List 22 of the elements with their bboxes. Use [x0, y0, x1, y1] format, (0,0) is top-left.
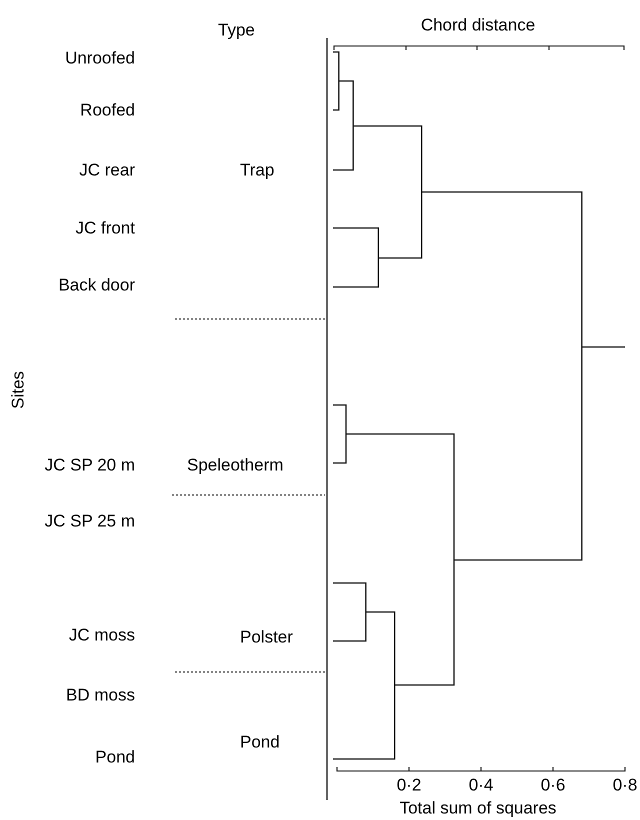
site-label: Unroofed — [65, 47, 135, 69]
axis-title: Sites — [7, 371, 28, 409]
tick-label: 0·2 — [396, 774, 422, 796]
site-label: Pond — [95, 746, 135, 768]
axis-title: Total sum of squares — [400, 797, 556, 819]
type-label: Polster — [240, 626, 293, 648]
site-label: Roofed — [80, 99, 135, 121]
column-heading: Type — [218, 19, 255, 41]
site-label: JC SP 25 m — [44, 510, 135, 532]
site-label: JC moss — [68, 624, 135, 646]
site-label: JC SP 20 m — [44, 454, 135, 476]
axis-title: Chord distance — [420, 14, 536, 36]
type-label: Speleotherm — [187, 454, 284, 476]
site-label: JC front — [75, 217, 135, 239]
site-label: JC rear — [79, 159, 135, 181]
site-label: Back door — [58, 274, 135, 296]
type-label: Pond — [240, 731, 280, 753]
site-label: BD moss — [66, 684, 135, 706]
tick-label: 0·6 — [540, 774, 566, 796]
type-label: Trap — [240, 159, 274, 181]
tick-label: 0·8 — [612, 774, 638, 796]
tick-label: 0·4 — [468, 774, 494, 796]
